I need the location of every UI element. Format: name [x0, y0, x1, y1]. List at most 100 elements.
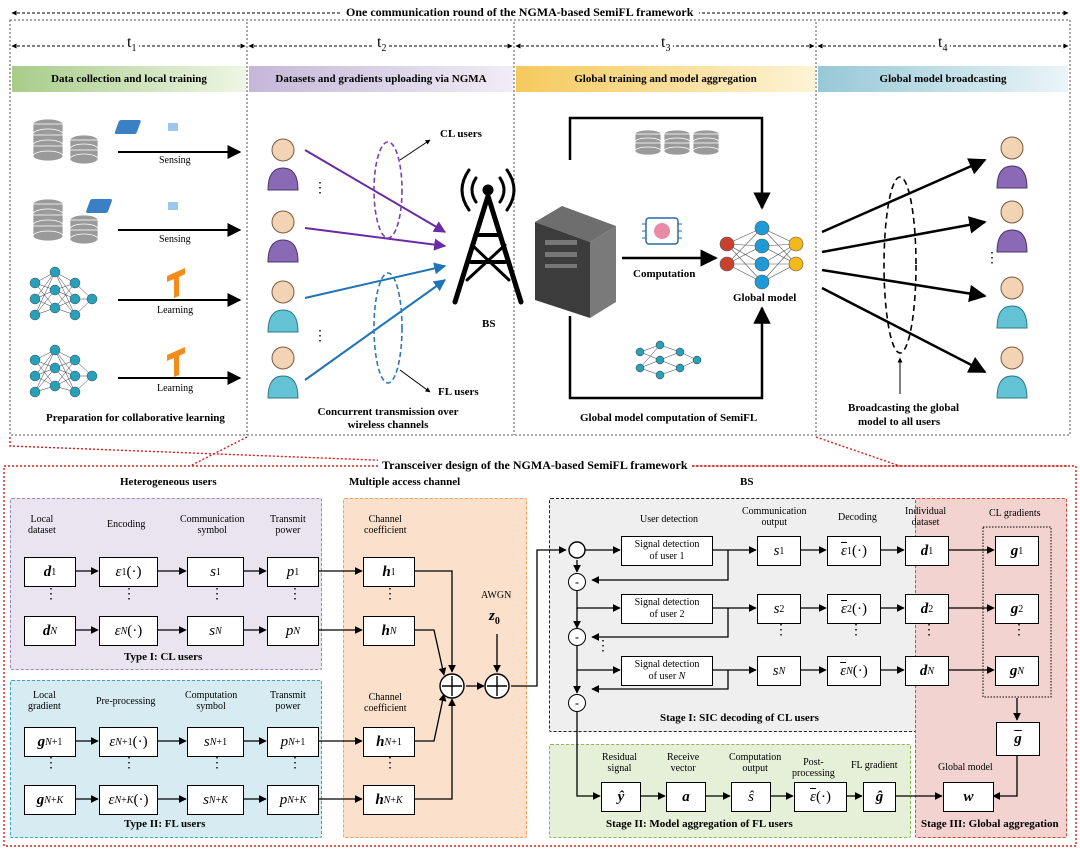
ellipsis: ⋮ [44, 587, 58, 602]
database-icon [634, 129, 720, 156]
ellipsis: ⋮ [985, 251, 999, 266]
phase3-caption: Global model computation of SemiFL [580, 412, 758, 424]
time-label-t3: t3 [658, 35, 674, 56]
global-model-w: w [943, 782, 994, 812]
awgn-label: AWGN [481, 590, 512, 601]
time-label-t4: t4 [935, 35, 951, 56]
stage3-global-model-label: Global model [938, 762, 993, 773]
phase2-caption: Concurrent transmission over wireless ch… [317, 406, 459, 431]
neural-network-icon [29, 266, 98, 321]
header-encoding: Encoding [107, 519, 146, 530]
header-pre-processing: Pre-processing [96, 696, 156, 707]
stage2-caption: Stage II: Model aggregation of FL users [606, 818, 793, 830]
header-transmit-power-2: Transmit power [270, 690, 306, 712]
computation-output-s-hat: ŝ [731, 782, 771, 812]
learning-logo-icon [167, 347, 185, 377]
fl-user-avatar-icon [996, 346, 1028, 399]
ellipsis: ⋮ [288, 587, 302, 602]
ellipsis: ⋮ [383, 756, 397, 771]
neural-network-icon [635, 340, 702, 380]
heterogeneous-users-label: Heterogeneous users [120, 476, 217, 488]
ellipsis: ⋮ [44, 756, 58, 771]
subtract-node: - [568, 628, 586, 646]
fl-users-label: FL users [438, 386, 479, 398]
aggregated-gradient-g-bar: g [996, 722, 1040, 756]
mac-label: Multiple access channel [349, 476, 461, 488]
round-title: One communication round of the NGMA-base… [340, 6, 700, 19]
post-processing: ε(·) [794, 782, 847, 812]
header-local-dataset: Local dataset [28, 514, 56, 536]
ellipsis: ⋮ [210, 756, 224, 771]
header-receive-vector: Receive vector [667, 752, 700, 774]
stage1-caption: Stage I: SIC decoding of CL users [660, 712, 819, 724]
bs-label: BS [482, 318, 496, 330]
sensing-label: Sensing [159, 155, 191, 166]
channel-coefficient-label-2: Channel coefficient [364, 692, 407, 714]
header-local-gradient: Local gradient [28, 690, 61, 712]
phase-band-4: Global model broadcasting [818, 66, 1068, 92]
global-model-label: Global model [733, 292, 797, 304]
subtract-node: - [568, 694, 586, 712]
transceiver-title: Transceiver design of the NGMA-based Sem… [378, 459, 692, 472]
channel-coefficient-label: Channel coefficient [364, 514, 407, 536]
cl-user-avatar-icon [996, 200, 1028, 253]
header-computation-symbol: Computation symbol [185, 690, 238, 712]
phase-band-2: Datasets and gradients uploading via NGM… [249, 66, 513, 92]
ellipsis: ⋮ [1012, 623, 1026, 638]
noise-z0: z0 [489, 608, 500, 628]
header-fl-gradient: FL gradient [851, 760, 898, 771]
cl-user-avatar-icon [267, 138, 299, 191]
fl-user-avatar-icon [996, 276, 1028, 329]
receive-vector-a: a [666, 782, 706, 812]
ellipsis: ⋮ [313, 181, 327, 196]
database-icon [32, 198, 99, 245]
cl-user-avatar-icon [267, 210, 299, 263]
phase-band-1: Data collection and local training [12, 66, 246, 92]
ellipsis: ⋮ [774, 623, 788, 638]
stage3-caption: Stage III: Global aggregation [921, 818, 1059, 830]
ellipsis: ⋮ [922, 623, 936, 638]
signal-detection-user-2: Signal detection of user 2 [621, 594, 713, 624]
neural-network-icon [29, 344, 98, 398]
signal-detection-user-1: Signal detection of user 1 [621, 536, 713, 566]
time-label-t1: t1 [124, 35, 140, 56]
subtract-node: - [568, 573, 586, 591]
header-communication-symbol: Communication symbol [180, 514, 245, 536]
global-model-network-icon [719, 220, 804, 290]
header-computation-output: Computation output [729, 752, 782, 774]
fl-user-avatar-icon [267, 280, 299, 333]
header-residual-signal: Residual signal [602, 752, 637, 774]
ellipsis: ⋮ [210, 587, 224, 602]
type1-caption: Type I: CL users [124, 651, 203, 663]
fl-user-avatar-icon [267, 346, 299, 399]
ellipsis: ⋮ [122, 756, 136, 771]
header-communication-output: Communication output [742, 506, 807, 528]
header-cl-gradients: CL gradients [989, 508, 1041, 519]
sensor-chip-icon [86, 199, 178, 213]
phase1-caption: Preparation for collaborative learning [46, 412, 225, 424]
